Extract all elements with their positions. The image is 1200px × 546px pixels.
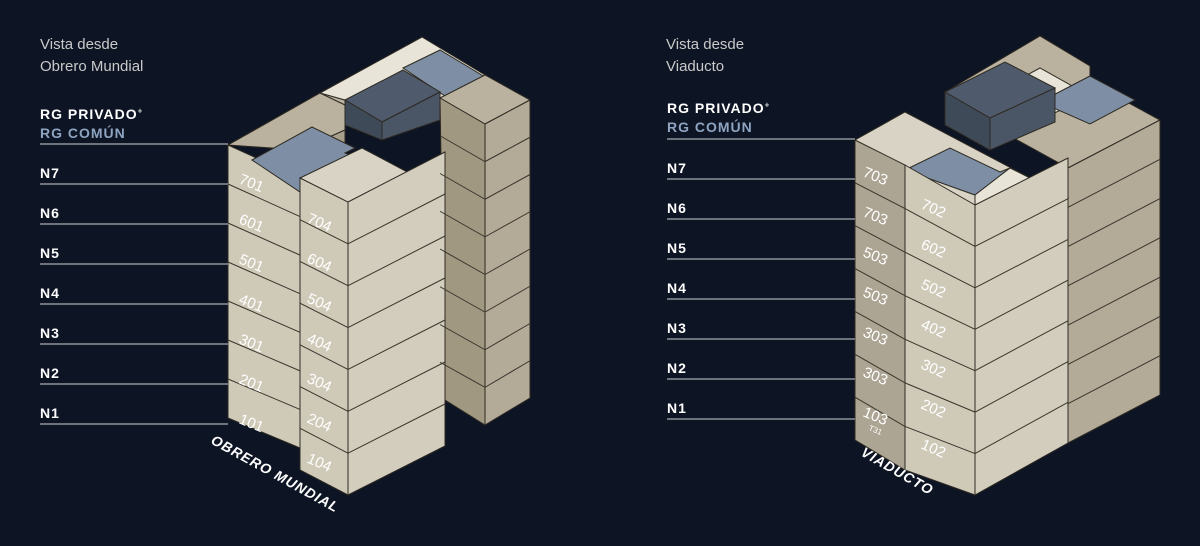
left-level-n2: N2	[40, 365, 60, 381]
left-rg-privado-mark: +	[137, 106, 144, 116]
right-level-n2: N2	[667, 360, 687, 376]
floor-line	[299, 386, 349, 412]
right-caption-line1: Vista desde	[666, 36, 745, 53]
right-rg-privado-mark: +	[764, 100, 771, 110]
floor-line	[484, 360, 531, 388]
left-front-block-side	[347, 151, 446, 496]
floor-line	[904, 382, 976, 413]
floor-line	[484, 285, 531, 313]
floor-line	[439, 210, 486, 238]
floor-line	[347, 193, 446, 245]
right-building	[854, 35, 1162, 496]
floor-line	[1067, 198, 1161, 248]
floor-line	[347, 277, 446, 329]
right-level-n5: N5	[667, 240, 687, 256]
right-level-n1: N1	[667, 400, 687, 416]
floor-line	[974, 320, 1069, 372]
left-level-n6: N6	[40, 205, 60, 221]
floor-line	[854, 225, 906, 253]
left-building	[226, 36, 532, 496]
floor-line	[439, 324, 486, 351]
floor-line	[347, 403, 446, 454]
floor-line	[227, 378, 301, 410]
floor-line	[904, 425, 976, 455]
right-rg-comun-label: RG COMÚN	[667, 119, 753, 135]
floor-line	[439, 135, 486, 163]
left-guide-lines	[40, 143, 228, 425]
floor-line	[347, 319, 446, 370]
floor-line	[904, 208, 976, 247]
right-caption: Vista desde Viaducto	[666, 34, 744, 78]
left-floor-lines	[227, 135, 531, 454]
left-rg-comun-label: RG COMÚN	[40, 125, 126, 141]
right-roof-blue-back	[1038, 75, 1137, 125]
left-right-block-side	[484, 99, 531, 426]
right-roof-structure-side	[989, 87, 1056, 151]
floor-line	[1067, 158, 1161, 208]
floor-line	[1067, 315, 1161, 365]
floor-line	[1067, 276, 1161, 326]
floor-line	[227, 222, 301, 256]
floor-line	[1067, 355, 1161, 405]
floor-line	[227, 261, 301, 295]
right-main-side	[974, 157, 1069, 496]
right-caption-line2: Viaducto	[666, 58, 725, 75]
floor-line	[854, 182, 906, 210]
floor-line	[227, 339, 301, 372]
floor-line	[347, 361, 446, 412]
right-terrace-blue	[903, 147, 1011, 196]
floor-line	[299, 219, 349, 245]
left-rg-privado-label: RG PRIVADO+	[40, 106, 144, 122]
left-level-n7: N7	[40, 165, 60, 181]
floor-line	[227, 183, 301, 218]
floor-line	[974, 279, 1069, 330]
floor-line	[484, 211, 531, 238]
floor-line	[974, 361, 1069, 413]
right-level-n7: N7	[667, 160, 687, 176]
left-level-n1: N1	[40, 405, 60, 421]
left-level-n5: N5	[40, 245, 60, 261]
floor-line	[854, 310, 906, 340]
right-level-n3: N3	[667, 320, 687, 336]
floor-line	[439, 286, 486, 313]
floor-line	[854, 353, 906, 384]
right-guide-lines	[667, 138, 855, 420]
right-level-n4: N4	[667, 280, 687, 296]
right-rg-privado-label: RG PRIVADO+	[667, 100, 771, 116]
floor-line	[1067, 237, 1161, 287]
left-level-n3: N3	[40, 325, 60, 341]
floor-line	[974, 198, 1069, 247]
floor-line	[439, 248, 486, 275]
floor-line	[904, 251, 976, 289]
left-caption-line2: Obrero Mundial	[40, 58, 144, 75]
right-back-side	[1067, 119, 1161, 444]
floor-line	[299, 427, 349, 454]
right-level-n6: N6	[667, 200, 687, 216]
floor-line	[439, 361, 486, 388]
floor-line	[227, 300, 301, 333]
floor-line	[484, 136, 531, 163]
right-floor-lines	[854, 158, 1161, 455]
floor-line	[484, 248, 531, 275]
left-caption-line1: Vista desde	[40, 36, 119, 53]
left-level-n4: N4	[40, 285, 60, 301]
floor-line	[299, 344, 349, 370]
left-col-a-face	[227, 144, 301, 449]
floor-line	[299, 260, 349, 287]
floor-line	[854, 396, 906, 427]
floor-line	[854, 268, 906, 297]
floor-line	[974, 238, 1069, 289]
left-caption: Vista desde Obrero Mundial	[40, 34, 143, 78]
floor-line	[904, 338, 976, 372]
floor-line	[439, 173, 486, 200]
floor-line	[974, 401, 1069, 455]
floor-line	[484, 174, 531, 200]
floor-line	[484, 323, 531, 351]
floor-line	[904, 295, 976, 330]
floor-line	[347, 235, 446, 287]
floor-line	[299, 302, 349, 329]
